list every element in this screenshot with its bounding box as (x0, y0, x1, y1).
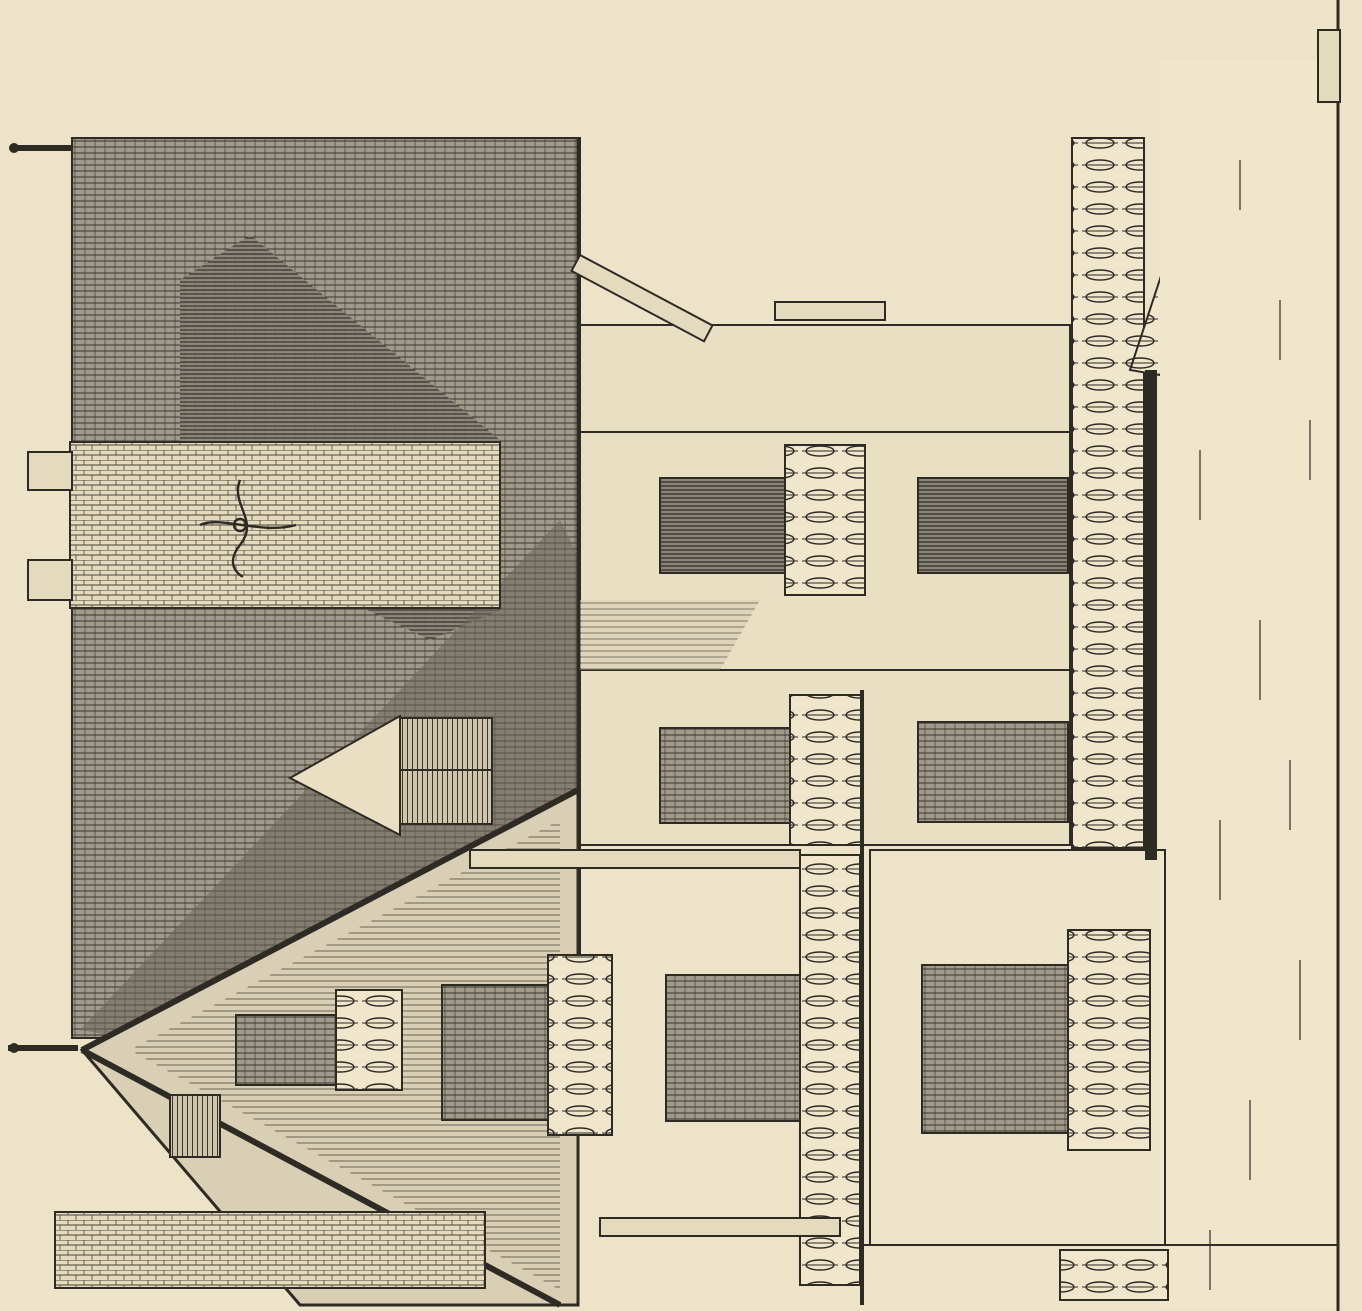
finial-icon (8, 143, 78, 1053)
ground (1160, 0, 1341, 1311)
dormer-icon (287, 714, 493, 837)
chimney-icon (27, 441, 501, 609)
porch-columns (469, 253, 886, 1237)
ironwork-ornament-icon (199, 479, 297, 578)
balustrade-icon (335, 444, 1151, 1305)
chimney-icon (54, 1094, 486, 1289)
window-icon (235, 477, 1071, 1134)
